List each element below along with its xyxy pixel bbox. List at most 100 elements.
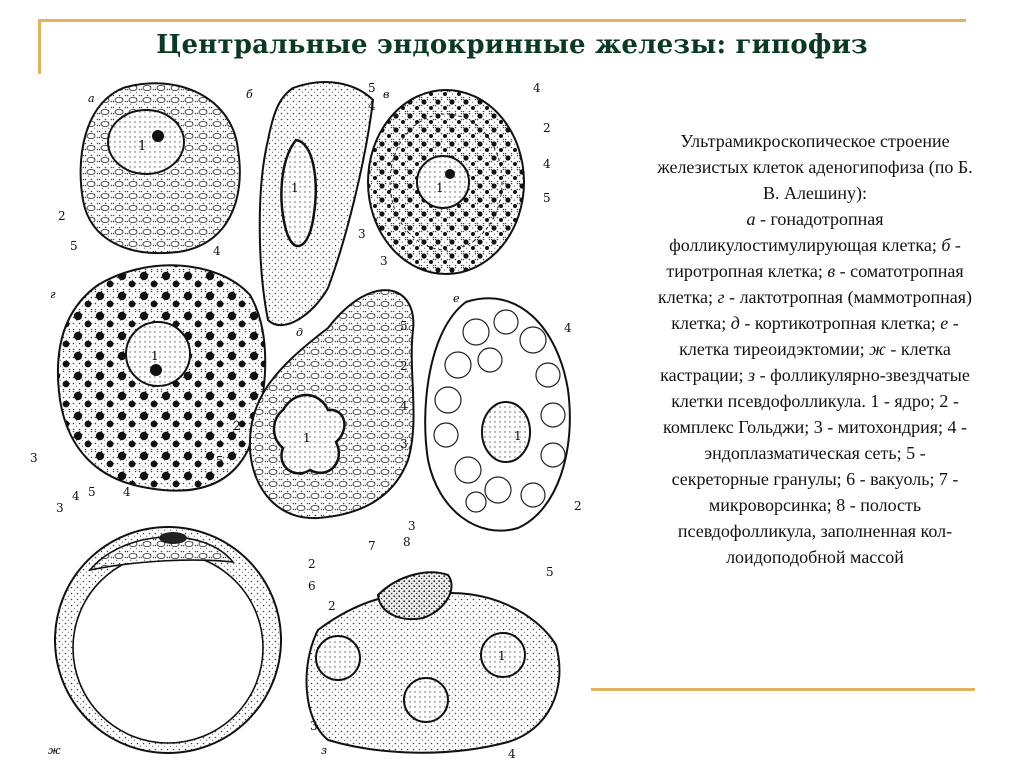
svg-text:5: 5 [400,319,408,333]
caption-text: клетка; [658,287,718,307]
svg-text:2: 2 [308,557,316,571]
svg-text:5: 5 [70,239,78,253]
svg-text:3: 3 [400,437,408,451]
svg-text:5: 5 [368,81,376,95]
svg-text:3: 3 [358,227,366,241]
cell-d: 1 д [248,289,415,520]
svg-text:2: 2 [328,599,336,613]
caption-text: лоидоподобной массой [726,547,904,567]
cell-v: 1 в [367,88,525,275]
svg-text:е: е [453,292,460,305]
svg-text:2: 2 [400,359,408,373]
caption-text: В. Алешину): [762,183,868,203]
svg-text:з: з [321,744,327,757]
svg-text:4: 4 [508,747,516,761]
caption-line: Ультрамикроскопическое строение [605,128,1024,154]
caption-line: псевдофолликула, заполненная кол- [605,518,1024,544]
svg-text:3: 3 [380,254,388,268]
caption-line: микроворсинка; 8 - полость [605,492,1024,518]
caption-text: клетка тиреоидэктомии; [679,339,870,359]
svg-text:4: 4 [543,157,551,171]
caption-line: комплекс Гольджи; 3 - митохондрия; 4 - [605,414,1024,440]
caption-line: клетка; г - лактотропная (маммотропная) [605,284,1024,310]
svg-text:5: 5 [543,191,551,205]
svg-text:б: б [246,88,253,101]
cell-g: 1 г [50,264,267,492]
figure-caption: Ультрамикроскопическое строение железисты… [605,128,1024,570]
caption-text: кастрации; [660,365,749,385]
caption-text: - кортикотропная клетка; [739,313,941,333]
caption-text: микроворсинка; 8 - полость [708,495,922,515]
caption-line: лоидоподобной массой [605,544,1024,570]
caption-line: секреторные гранулы; 6 - вакуоль; 7 - [605,466,1024,492]
svg-text:д: д [296,326,303,339]
caption-letter: б [941,235,951,255]
caption-text: железистых клеток аденогипофиза (по Б. [657,157,973,177]
cell-zh: ж [48,526,282,757]
svg-text:1: 1 [436,181,444,195]
cell-z: 1 з [305,571,561,757]
svg-text:7: 7 [368,539,376,553]
caption-text: - соматотропная [835,261,964,281]
svg-text:5: 5 [88,485,96,499]
slide-title: Центральные эндокринные железы: гипофиз [156,30,868,60]
caption-text: - клетка [885,339,951,359]
svg-text:1: 1 [291,181,299,195]
svg-text:2: 2 [233,419,241,433]
caption-line: тиротропная клетка; в - соматотропная [605,258,1024,284]
caption-line: клетка тиреоидэктомии; ж - клетка [605,336,1024,362]
svg-text:ж: ж [48,744,61,757]
svg-text:в: в [383,88,389,101]
caption-letter: а [746,209,756,229]
caption-letter: ж [869,339,886,359]
svg-text:4: 4 [533,81,541,95]
svg-text:6: 6 [308,579,316,593]
caption-text: комплекс Гольджи; 3 - митохондрия; 4 - [663,417,967,437]
svg-text:3: 3 [310,719,318,733]
svg-text:2: 2 [58,209,66,223]
caption-text: псевдофолликула, заполненная кол- [677,521,953,541]
caption-line: В. Алешину): [605,180,1024,206]
accent-line-left [38,19,41,74]
caption-line: эндоплазматическая сеть; 5 - [605,440,1024,466]
caption-line: клетка; д - кортикотропная клетка; е - [605,310,1024,336]
svg-text:1: 1 [138,139,146,154]
svg-text:4: 4 [72,489,80,503]
svg-text:3: 3 [56,501,64,515]
accent-line-top [38,19,966,22]
svg-text:5: 5 [546,565,554,579]
svg-text:1: 1 [303,431,311,445]
caption-text: - гонадотропная [755,209,884,229]
caption-line: клетки псевдофолликула. 1 - ядро; 2 - [605,388,1024,414]
svg-text:5: 5 [216,454,224,468]
cell-e: 1 е [424,292,571,532]
caption-text: эндоплазматическая сеть; 5 - [704,443,926,463]
caption-text: - [948,313,959,333]
caption-letter: е [940,313,949,333]
caption-line: кастрации; з - фолликулярно-звездчатые [605,362,1024,388]
caption-line: а - гонадотропная [605,206,1024,232]
svg-text:4: 4 [213,244,221,258]
svg-text:4: 4 [123,485,131,499]
svg-text:г: г [50,288,56,301]
svg-text:3: 3 [30,451,38,465]
accent-line-bottom [591,688,975,691]
caption-text: фолликулостимулирующая клетка; [669,235,942,255]
svg-text:4: 4 [368,99,376,113]
svg-text:1: 1 [514,429,522,443]
caption-text: клетки псевдофолликула. 1 - ядро; 2 - [671,391,959,411]
caption-text: клетка; [671,313,731,333]
caption-letter: з [748,365,756,385]
svg-text:3: 3 [408,519,416,533]
part-labels: 2 5 4 5 4 3 4 2 4 5 3 2 5 3 5 2 4 3 4 2 … [30,81,582,761]
svg-text:8: 8 [403,535,411,549]
caption-text: - [950,235,961,255]
caption-text: - лактотропная (маммотропная) [724,287,972,307]
svg-text:4: 4 [564,321,572,335]
svg-text:2: 2 [543,121,551,135]
caption-text: тиротропная клетка; [666,261,828,281]
caption-letter: д [730,313,740,333]
cells-illustration: 1 а 1 б 1 в 1 г 1 д [30,81,582,761]
svg-text:а: а [88,92,95,105]
caption-text: секреторные гранулы; 6 - вакуоль; 7 - [671,469,959,489]
